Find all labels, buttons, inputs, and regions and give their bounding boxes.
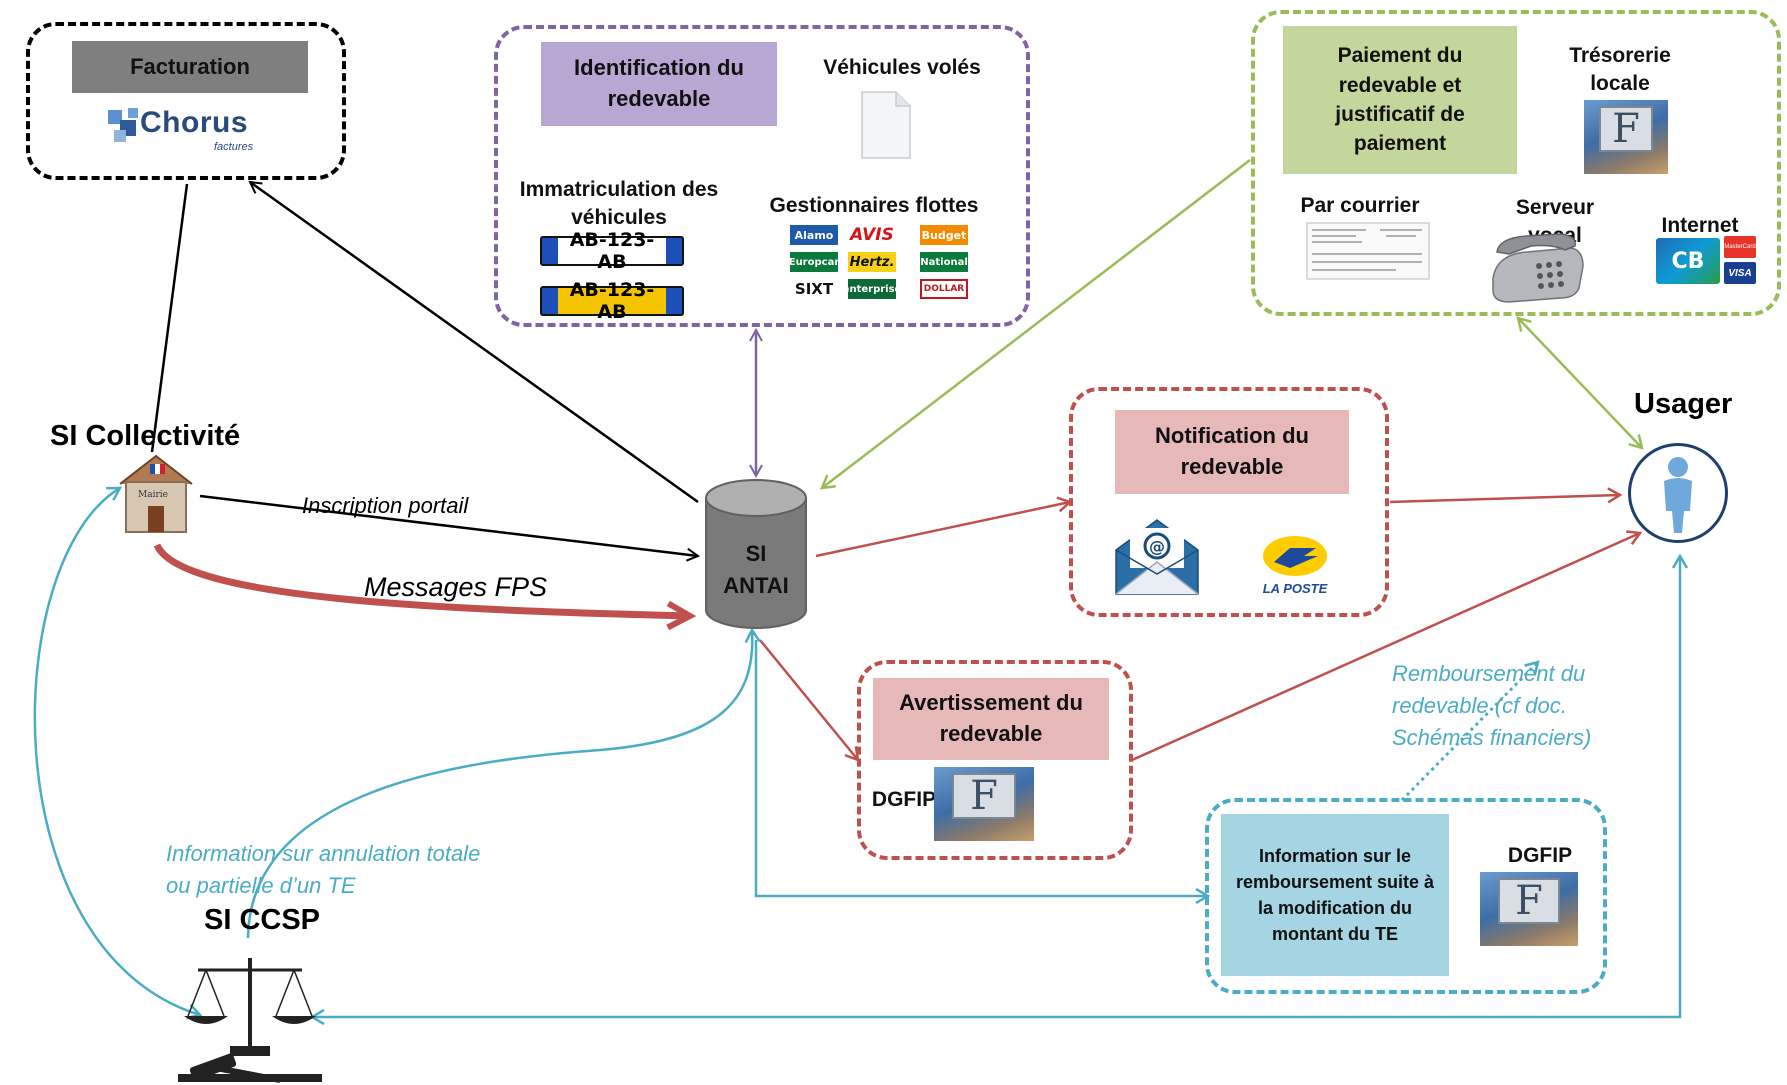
si-antai-database-icon (705, 479, 807, 629)
user-person-icon (1664, 457, 1692, 533)
svg-text:@: @ (1149, 537, 1165, 556)
fleet-logo-budget: Budget (920, 225, 968, 245)
si-antai-label: SI ANTAI (723, 541, 789, 598)
si-collectivite-label: SI Collectivité (50, 420, 241, 452)
arrow-antai-facturation (250, 182, 699, 504)
information-dgfip-icon: F (1480, 872, 1578, 946)
tresorerie-dgfip-icon: F (1584, 100, 1668, 174)
document-icon (861, 91, 911, 159)
telephone-icon (1492, 233, 1584, 303)
messages-fps-label: Messages FPS (364, 572, 548, 602)
chorus-wordmark: Chorus (140, 106, 248, 139)
paiement-title: Paiement du redevable et justificatif de… (1283, 26, 1517, 174)
visa-icon: VISA (1724, 262, 1756, 284)
letter-document-icon (1306, 222, 1430, 280)
avertissement-dgfip-label: DGFIP (871, 788, 937, 811)
vehicules-voles-label: Véhicules volés (823, 56, 981, 79)
arrow-inscription-portail (199, 494, 698, 556)
mairie-label: Mairie (138, 490, 168, 500)
information-group (1205, 798, 1607, 994)
chorus-squares-icon (108, 108, 138, 142)
par-courrier-label: Par courrier (1300, 194, 1420, 217)
fleet-logo-enterprise: enterprise (843, 279, 901, 299)
notification-group (1069, 387, 1389, 617)
justice-scales-icon (178, 958, 322, 1083)
fleet-logo-sixt: SIXT (790, 279, 838, 299)
arrow-paiement-antai (822, 159, 1251, 488)
identification-title: Identification du redevable (541, 42, 777, 126)
fleet-logo-dollar: DOLLAR (920, 279, 968, 299)
fleet-logo-alamo: Alamo (790, 225, 838, 245)
chorus-subtitle: factures (214, 141, 254, 153)
inscription-portail-label: Inscription portail (302, 493, 469, 518)
gestionnaires-label: Gestionnaires flottes (769, 194, 979, 217)
avertissement-group (857, 660, 1133, 860)
credit-cards-icon: CB MasterCard VISA (1656, 236, 1756, 286)
arrow-notification-usager (1389, 495, 1620, 502)
tresorerie-label: Trésorerie locale (1569, 44, 1671, 95)
cb-card-icon: CB (1656, 238, 1720, 284)
plate-yellow: AB-123-AB (540, 279, 684, 323)
avertissement-dgfip-icon: F (934, 767, 1034, 841)
email-icon: @ (1115, 519, 1199, 595)
avertissement-title: Avertissement du redevable (873, 678, 1109, 760)
notification-title: Notification du redevable (1115, 410, 1349, 494)
connector-chorus-collectivite (150, 183, 189, 453)
arrow-antai-avertissement (759, 639, 858, 760)
fleet-logo-national: National (920, 252, 968, 272)
fleet-logo-avis: AVIS (848, 225, 896, 245)
plate-blue: AB-123-AB (540, 229, 684, 273)
chorus-logo: Chorus factures (104, 104, 284, 154)
information-dgfip-label: DGFIP (1507, 844, 1573, 867)
annulation-label: Information sur annulation totale ou par… (166, 841, 481, 898)
arrow-antai-notification (815, 502, 1070, 558)
la-poste-label: LA POSTE (1262, 581, 1328, 596)
arrow-paiement-usager (1518, 318, 1642, 448)
facturation-group (26, 22, 346, 180)
remboursement-label: Remboursement du redevable (cf doc. Sché… (1392, 661, 1592, 750)
fleet-logo-europcar: Europcar (789, 252, 839, 272)
mastercard-icon: MasterCard (1724, 236, 1756, 258)
paiement-group (1251, 10, 1781, 316)
si-ccsp-label: SI CCSP (204, 904, 321, 936)
mairie-house-icon (119, 454, 193, 533)
facturation-title: Facturation (72, 41, 308, 93)
identification-group (494, 25, 1030, 327)
usager-label: Usager (1634, 388, 1733, 420)
immatriculation-label: Immatriculation des véhicules (519, 178, 719, 229)
arrow-collectivite-ccsp (33, 488, 200, 1015)
la-poste-icon (1263, 536, 1327, 576)
arrow-usager-ccsp (312, 556, 1680, 1017)
internet-label: Internet (1661, 214, 1739, 237)
information-title: Information sur le remboursement suite à… (1221, 814, 1449, 976)
fleet-logo-hertz: Hertz. (848, 252, 896, 272)
